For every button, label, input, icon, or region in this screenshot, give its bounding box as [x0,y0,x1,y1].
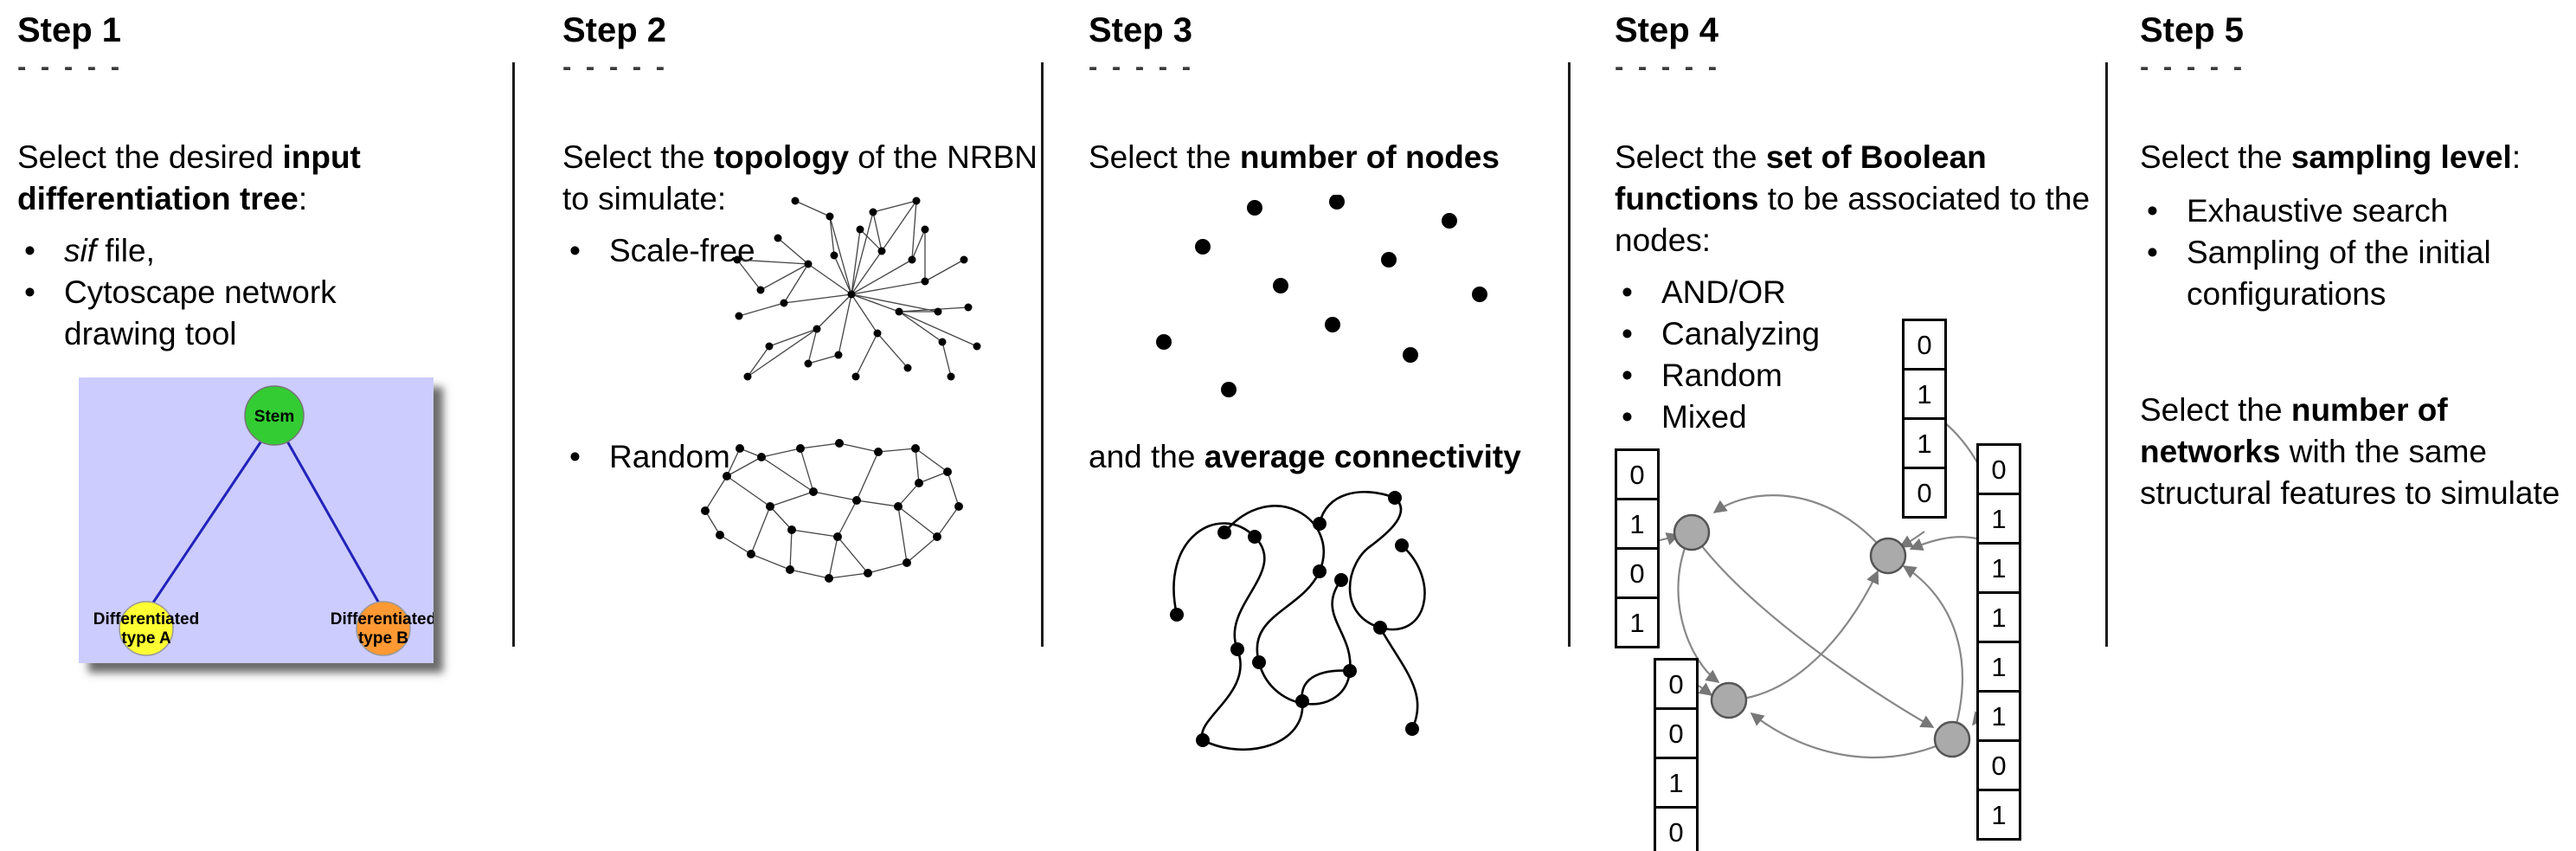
truth-table-top: 0 1 1 0 [1902,319,1947,519]
list-item-and-or: • AND/OR [1615,272,2104,313]
step-5-bullet-list: • Exhaustive search • Sampling of the in… [2140,190,2573,315]
step-4-title: Step 4 [1615,11,1719,49]
random-network-graphic [701,439,963,583]
step-2-dashes: - - - - - [562,51,669,81]
step-1-title: Step 1 [17,11,122,49]
step-1-intro: Select the desired input differentiation… [17,139,361,216]
bullet-marker: • [1622,399,1633,435]
scale-free-network-graphic [733,197,981,381]
average-connectivity-graphic [1170,491,1426,751]
network-node [1869,537,1907,575]
bullet-marker: • [2147,235,2158,270]
network-node [1933,720,1971,758]
boolean-network-graphic [1659,421,2011,758]
differentiated-type-a-node [119,601,174,656]
truth-table-cell: 0 [1902,467,1947,519]
step-2-intro: Select the topology of the NRBN to simul… [562,139,1038,216]
list-item-sif-file: • sif file, [17,230,506,272]
step-5-title: Step 5 [2140,11,2245,49]
list-item-random: • Random [562,436,730,478]
truth-table-cell: 1 [1654,757,1699,809]
step-5-intro: Select the sampling level: [2140,139,2521,175]
step-2-column: Step 2 - - - - - Select the topology of … [562,10,1041,846]
truth-table-cell: 1 [1976,641,2021,693]
step-5-networks-text: Select the number of networks with the s… [2140,392,2560,511]
step-2-bullet-list: • Scale-free [562,230,1041,272]
step-1-dashes: - - - - - [17,51,124,81]
bullet-marker: • [2147,193,2158,229]
tree-edge-left [148,439,264,609]
truth-table-cell: 0 [1615,547,1660,599]
step-4-intro: Select the set of Boolean functions to b… [1615,139,2091,258]
truth-table-cell: 0 [1902,319,1947,371]
type-b-label-line1: Differentiated [331,610,434,629]
list-item-random-functions: • Random [1615,355,2104,396]
bullet-marker: • [1622,274,1633,310]
stem-node-label: Stem [254,408,294,426]
truth-table-cell: 1 [1976,542,2021,594]
step-4-column: Step 4 - - - - - Select the set of Boole… [1615,10,2104,851]
list-item-mixed: • Mixed [1615,396,2104,438]
truth-table-cell: 1 [1976,690,2021,742]
step-4-dashes: - - - - - [1615,51,1721,81]
list-item-canalyzing: • Canalyzing [1615,313,2104,355]
bullet-marker: • [1622,316,1633,351]
bullet-marker: • [569,233,581,268]
number-of-nodes-graphic [1156,195,1487,397]
truth-table-left: 0 1 0 1 [1615,448,1660,648]
step-3-column: Step 3 - - - - - Select the number of no… [1089,10,1570,846]
boolean-network-nodes [1673,513,1971,758]
truth-table-cell: 1 [1615,498,1660,550]
network-node [1673,513,1711,551]
list-item-cytoscape: • Cytoscape network drawing tool [17,272,506,355]
step-5-column: Step 5 - - - - - Select the sampling lev… [2140,10,2573,846]
step-2-title: Step 2 [562,11,667,49]
step-1-column: Step 1 - - - - - Select the desired inpu… [17,10,506,846]
truth-table-cell: 1 [1615,596,1660,648]
truth-table-cell: 0 [1654,658,1699,710]
differentiation-tree-figure: Stem Differentiated type A Differentiate… [79,377,434,663]
differentiation-tree-graphic: Stem Differentiated type A Differentiate… [79,377,434,663]
truth-table-cell: 0 [1615,448,1660,500]
list-item-sampling-initial-configurations: • Sampling of the initial configurations [2140,232,2573,315]
truth-table-cell: 1 [1976,591,2021,643]
truth-table-cell: 0 [1654,806,1699,851]
bullet-marker: • [24,233,35,268]
truth-table-cell: 0 [1654,707,1699,759]
step-5-dashes: - - - - - [2140,51,2246,81]
column-divider [1568,62,1571,647]
bullet-marker: • [24,274,35,310]
step-3-title: Step 3 [1089,11,1193,49]
column-divider [2105,62,2108,647]
step-1-bullet-list: • sif file, • Cytoscape network drawing … [17,230,506,355]
bullet-marker: • [1622,358,1633,393]
list-item-scale-free: • Scale-free [562,230,1041,272]
bullet-marker: • [569,439,581,474]
truth-table-cell: 0 [1976,443,2021,495]
stem-node [244,385,305,446]
truth-table-cell: 1 [1902,368,1947,420]
column-divider [512,62,515,647]
tree-edge-right [285,439,383,609]
step-3-dashes: - - - - - [1089,51,1195,81]
type-a-label-line1: Differentiated [93,610,199,629]
truth-table-bottom: 0 0 1 0 [1654,658,1699,851]
network-node [1710,681,1748,719]
truth-table-cell: 1 [1902,417,1947,469]
step-3-connectivity-text: and the average connectivity [1089,439,1521,474]
column-divider [1041,62,1044,647]
truth-table-cell: 1 [1976,493,2021,545]
step-4-bullet-list: • AND/OR • Canalyzing • Random • Mixed [1615,272,2104,438]
type-a-label-line2: type A [121,629,171,648]
truth-table-right: 0 1 1 1 1 1 0 1 [1976,443,2021,841]
list-item-exhaustive-search: • Exhaustive search [2140,190,2573,232]
truth-table-cell: 0 [1976,739,2021,791]
differentiated-type-b-node [356,601,411,656]
type-b-label-line2: type B [358,629,408,648]
step-3-intro: Select the number of nodes [1089,139,1500,175]
truth-table-cell: 1 [1976,789,2021,841]
